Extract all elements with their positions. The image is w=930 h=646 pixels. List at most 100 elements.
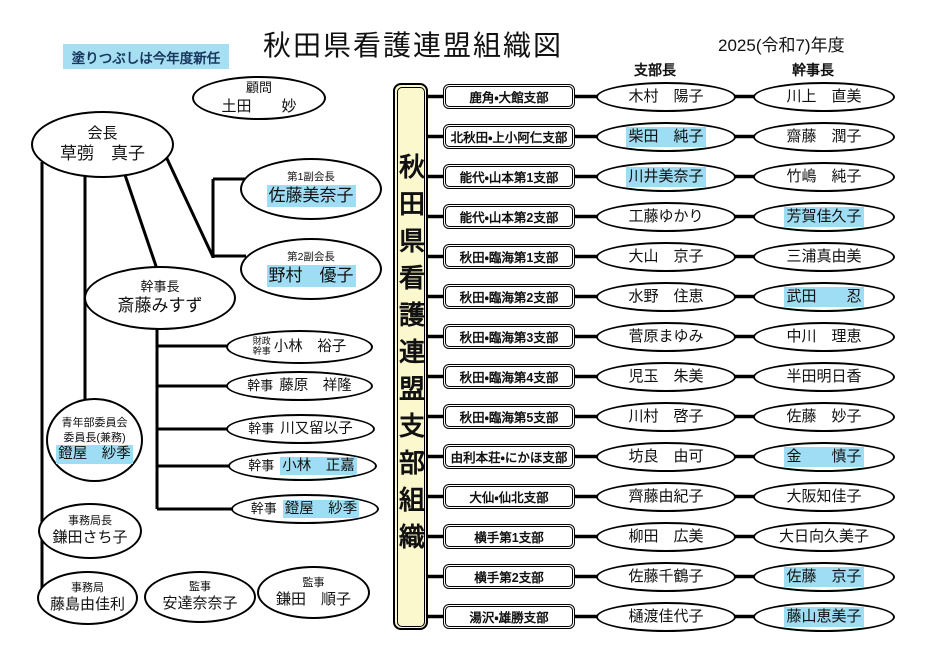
chief-ellipse: 児玉 朱美 xyxy=(596,362,736,392)
branch-box: 秋田・臨海第4支部 xyxy=(443,364,575,389)
president-ellipse: 会長 草彅 真子 xyxy=(31,111,174,178)
secretary-column-header: 幹事長 xyxy=(792,62,834,78)
officer-name: 小林 正嘉 xyxy=(280,456,357,476)
chief-name: 菅原まゆみ xyxy=(628,328,704,346)
branch-name: 湯沢・雄勝支部 xyxy=(469,611,549,625)
chief-name: 柴田 純子 xyxy=(626,127,706,147)
chief-ellipse: 菅原まゆみ xyxy=(596,322,736,352)
branch-name: 横手第2支部 xyxy=(474,571,544,585)
chief-ellipse: 坊良 由可 xyxy=(596,442,736,472)
page-title: 秋田県看護連盟組織図 xyxy=(262,30,564,61)
vice-president-2-role: 第2副会長 xyxy=(287,251,335,264)
branch-name: 北秋田・上小阿仁支部 xyxy=(450,131,568,145)
secretary-name: 半田明日香 xyxy=(786,368,862,386)
branch-box: 湯沢・雄勝支部 xyxy=(443,604,575,629)
youth-committee-chair-label: 委員長(兼務) xyxy=(63,431,126,444)
secretary-ellipse: 佐藤 妙子 xyxy=(753,402,895,432)
office-director-role: 事務局長 xyxy=(68,515,112,528)
branch-box: 秋田・臨海第5支部 xyxy=(443,404,575,429)
branch-box: 北秋田・上小阿仁支部 xyxy=(443,124,575,149)
legend-note: 塗りつぶしは今年度新任 xyxy=(63,44,229,69)
chief-name: 坊良 由可 xyxy=(628,448,704,466)
auditor-role: 監事 xyxy=(302,576,325,589)
branch-name: 由利本荘・にかほ支部 xyxy=(450,451,568,465)
branch-name: 鹿角・大館支部 xyxy=(469,91,549,105)
chief-ellipse: 木村 陽子 xyxy=(596,82,736,112)
secretary-name: 武田 忍 xyxy=(784,287,864,307)
chief-name: 齊藤由紀子 xyxy=(628,488,704,506)
president-role: 会長 xyxy=(87,124,118,142)
officer-finance-name: 小林 裕子 xyxy=(273,338,347,355)
secretary-name: 三浦真由美 xyxy=(786,248,862,266)
chief-name: 樋渡佳代子 xyxy=(628,608,704,626)
chief-name: 木村 陽子 xyxy=(628,88,704,106)
branch-box: 秋田・臨海第3支部 xyxy=(443,324,575,349)
officer-name: 鐙屋 紗季 xyxy=(282,499,360,519)
officer-role: 幹事 xyxy=(250,500,277,516)
president-name: 草彅 真子 xyxy=(60,144,145,164)
secretary-name: 芳賀佳久子 xyxy=(784,207,864,227)
secretary-name: 大日向久美子 xyxy=(778,528,869,546)
officer-finance-ellipse: 財政 幹事 小林 裕子 xyxy=(226,330,373,364)
branch-box: 能代・山本第1支部 xyxy=(443,164,575,189)
chief-name: 工藤ゆかり xyxy=(628,208,704,226)
secretary-ellipse: 武田 忍 xyxy=(753,282,895,312)
secretary-ellipse: 三浦真由美 xyxy=(753,242,895,272)
auditor-role: 監事 xyxy=(189,581,211,594)
office-director-ellipse: 事務局長 鎌田さち子 xyxy=(38,503,142,559)
secretary-name: 佐藤 京子 xyxy=(784,567,864,587)
secretary-ellipse: 佐藤 京子 xyxy=(753,562,895,592)
vice-president-2-ellipse: 第2副会長 野村 優子 xyxy=(240,238,382,300)
advisor-role: 顧問 xyxy=(245,79,272,95)
branch-box: 秋田・臨海第2支部 xyxy=(443,284,575,309)
chief-ellipse: 川井美奈子 xyxy=(596,162,736,192)
secretary-name: 佐藤 妙子 xyxy=(786,408,862,426)
auditor-name: 安達奈奈子 xyxy=(162,595,238,613)
officer-role: 幹事 xyxy=(247,377,274,393)
branch-box: 横手第2支部 xyxy=(443,564,575,589)
officer-ellipse: 幹事 小林 正嘉 xyxy=(228,451,377,481)
branch-box: 能代・山本第2支部 xyxy=(443,204,575,229)
secretary-name: 大阪知佳子 xyxy=(786,488,862,506)
chief-name: 児玉 朱美 xyxy=(628,368,704,386)
secretary-ellipse: 大阪知佳子 xyxy=(753,482,895,512)
secretary-ellipse: 中川 理恵 xyxy=(753,322,895,352)
office-director-name: 鎌田さち子 xyxy=(52,529,128,547)
chief-ellipse: 佐藤千鶴子 xyxy=(596,562,736,592)
branch-section-title: 秋田県看護連盟支部組織 xyxy=(395,153,426,560)
chief-ellipse: 水野 住恵 xyxy=(596,282,736,312)
office-staff-ellipse: 事務局 藤島由佳利 xyxy=(37,571,138,625)
secretary-ellipse: 竹嶋 純子 xyxy=(753,162,895,192)
secretary-name: 藤山恵美子 xyxy=(784,607,864,627)
branch-name: 秋田・臨海第2支部 xyxy=(459,291,559,305)
chief-ellipse: 大山 京子 xyxy=(596,242,736,272)
branch-box: 鹿角・大館支部 xyxy=(443,84,575,109)
secretary-general-name: 斎藤みすず xyxy=(117,296,203,316)
chief-name: 柳田 広美 xyxy=(628,528,704,546)
secretary-general-ellipse: 幹事長 斎藤みすず xyxy=(84,266,236,330)
secretary-ellipse: 芳賀佳久子 xyxy=(753,202,895,232)
auditor-name: 鎌田 順子 xyxy=(275,590,351,608)
secretary-general-role: 幹事長 xyxy=(140,278,180,294)
branch-box: 由利本荘・にかほ支部 xyxy=(443,444,575,469)
office-staff-name: 藤島由佳利 xyxy=(49,596,125,614)
secretary-ellipse: 金 慎子 xyxy=(753,442,895,472)
secretary-ellipse: 齋藤 潤子 xyxy=(753,122,895,152)
youth-committee-ellipse: 青年部委員会 委員長(兼務) 鐙屋 紗季 xyxy=(46,398,143,482)
secretary-name: 齋藤 潤子 xyxy=(786,128,862,146)
secretary-ellipse: 川上 直美 xyxy=(753,82,895,112)
chief-ellipse: 柴田 純子 xyxy=(596,122,736,152)
chief-ellipse: 齊藤由紀子 xyxy=(596,482,736,512)
secretary-ellipse: 半田明日香 xyxy=(753,362,895,392)
secretary-name: 川上 直美 xyxy=(786,88,862,106)
branch-name: 秋田・臨海第3支部 xyxy=(459,331,559,345)
branch-name: 能代・山本第2支部 xyxy=(459,211,559,225)
secretary-ellipse: 藤山恵美子 xyxy=(753,602,895,632)
officer-ellipse: 幹事 藤原 祥隆 xyxy=(226,371,373,401)
secretary-ellipse: 大日向久美子 xyxy=(753,522,895,552)
chief-name: 川井美奈子 xyxy=(626,167,706,187)
officer-ellipse: 幹事 鐙屋 紗季 xyxy=(231,494,379,524)
chief-name: 川村 啓子 xyxy=(628,408,704,426)
branch-name: 大仙・仙北支部 xyxy=(469,491,549,505)
